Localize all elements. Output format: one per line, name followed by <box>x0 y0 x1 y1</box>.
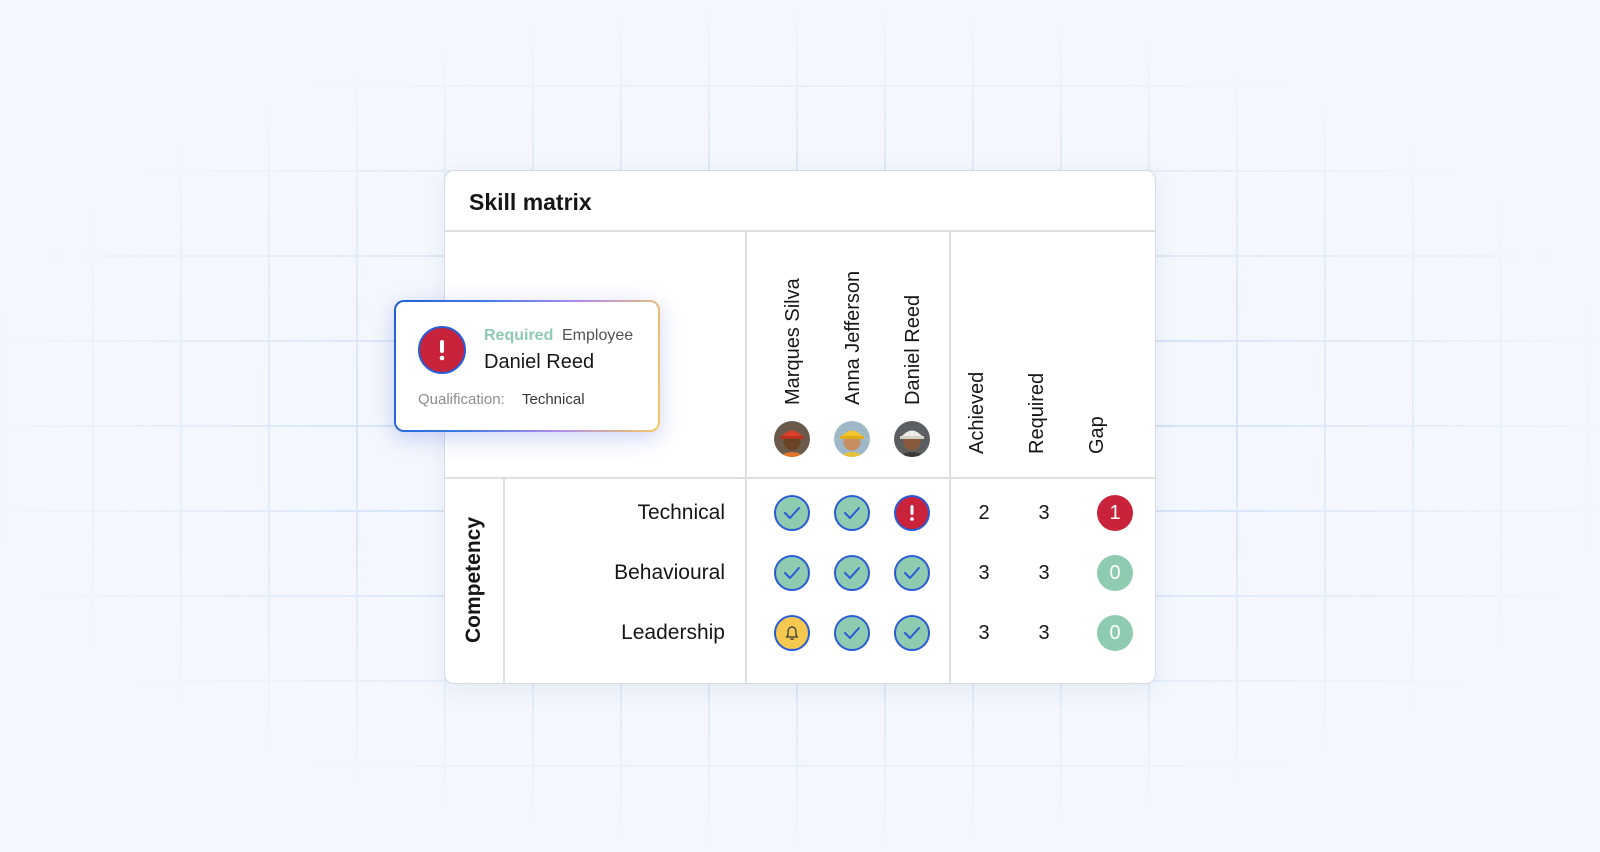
check-icon <box>903 626 921 640</box>
avatar-anna-jefferson <box>834 421 870 457</box>
status-cell[interactable] <box>774 495 810 531</box>
skill-matrix-card: Skill matrix Marques Silva Anna Jefferso… <box>444 170 1156 684</box>
achieved-value: 3 <box>978 622 990 644</box>
gap-badge: 0 <box>1097 555 1133 591</box>
employee-name: Anna Jefferson <box>842 270 864 405</box>
row-label-technical: Technical <box>637 501 725 524</box>
avatar-marques-silva <box>774 421 810 457</box>
achieved-value: 2 <box>978 502 990 524</box>
check-icon <box>903 566 921 580</box>
body-divider <box>445 477 1155 479</box>
row-label-leadership: Leadership <box>621 621 725 644</box>
required-value: 3 <box>1038 622 1050 644</box>
category-label: Competency <box>462 516 485 643</box>
column-divider-employees <box>745 230 747 683</box>
popup-qualification-value: Technical <box>522 391 585 408</box>
employee-name: Marques Silva <box>782 278 804 405</box>
check-icon <box>783 506 801 520</box>
status-cell[interactable] <box>774 555 810 591</box>
status-cell[interactable] <box>834 555 870 591</box>
status-cell[interactable] <box>894 495 930 531</box>
avatar-daniel-reed <box>894 421 930 457</box>
status-cell[interactable] <box>834 615 870 651</box>
column-divider-category <box>503 477 505 683</box>
status-cell[interactable] <box>774 615 810 651</box>
required-value: 3 <box>1038 502 1050 524</box>
check-icon <box>783 566 801 580</box>
status-cell[interactable] <box>894 555 930 591</box>
row-label-behavioural: Behavioural <box>614 561 725 584</box>
check-icon <box>843 566 861 580</box>
popup-qualification-label: Qualification: <box>418 391 505 408</box>
column-divider-summary <box>949 230 951 683</box>
check-icon <box>843 626 861 640</box>
employee-popup[interactable]: Required Employee Daniel Reed Qualificat… <box>394 300 660 432</box>
status-cell[interactable] <box>894 615 930 651</box>
employee-name: Daniel Reed <box>902 294 924 405</box>
achieved-value: 3 <box>978 562 990 584</box>
gap-badge: 0 <box>1097 615 1133 651</box>
required-header: Required <box>1026 372 1048 454</box>
bell-icon <box>784 625 800 641</box>
check-icon <box>843 506 861 520</box>
header-divider <box>445 230 1155 232</box>
exclamation-icon <box>907 504 917 522</box>
required-value: 3 <box>1038 562 1050 584</box>
status-cell[interactable] <box>834 495 870 531</box>
gap-header: Gap <box>1086 416 1108 454</box>
achieved-header: Achieved <box>966 371 988 454</box>
popup-required-tag: Required <box>484 327 554 344</box>
popup-type-tag: Employee <box>562 327 634 344</box>
popup-employee-name: Daniel Reed <box>484 351 595 373</box>
exclamation-icon <box>418 326 466 374</box>
card-title: Skill matrix <box>469 189 592 215</box>
gap-badge: 1 <box>1097 495 1133 531</box>
popup-body: Required Employee Daniel Reed Qualificat… <box>396 302 658 430</box>
